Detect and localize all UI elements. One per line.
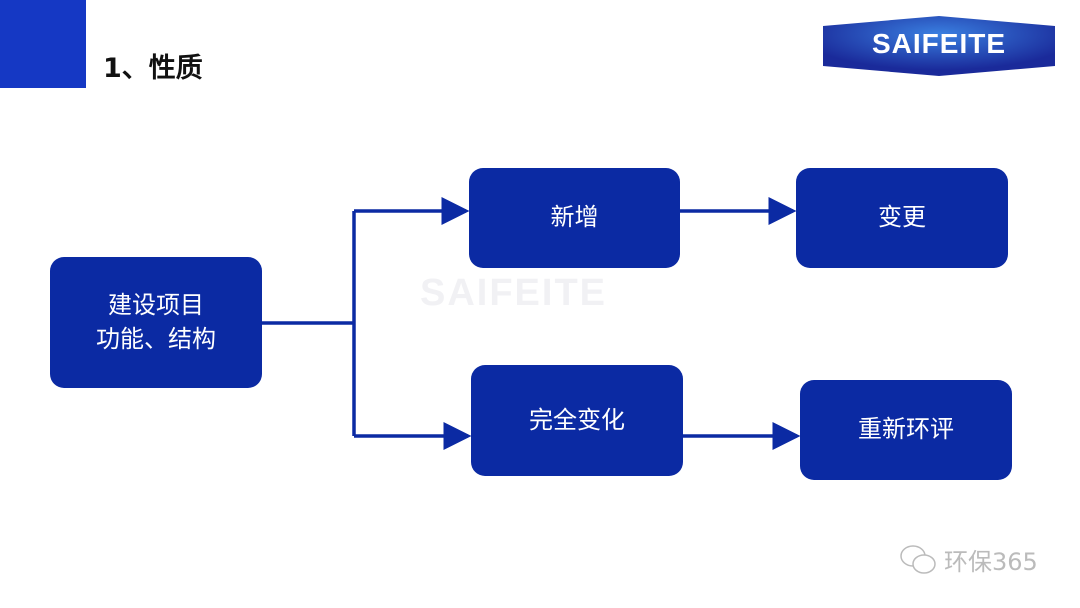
node-re-eia: 重新环评	[800, 380, 1012, 480]
node-new: 新增	[469, 168, 680, 268]
background-watermark: SAIFEITE	[420, 272, 608, 314]
header-accent-block	[0, 0, 86, 88]
node-construction-project: 建设项目功能、结构	[50, 257, 262, 388]
node-label-line1: 建设项目	[108, 290, 204, 319]
wechat-icon	[900, 544, 936, 574]
page-title: 1、性质	[103, 53, 203, 84]
logo-text: SAIFEITE	[871, 28, 1006, 59]
saifeite-logo: SAIFEITE	[813, 14, 1065, 78]
footer-watermark: 环保365	[898, 542, 1038, 577]
node-change: 变更	[796, 168, 1008, 268]
node-complete-change: 完全变化	[471, 365, 683, 476]
node-label-line2: 功能、结构	[96, 324, 216, 353]
footer-text: 环保365	[944, 548, 1038, 576]
